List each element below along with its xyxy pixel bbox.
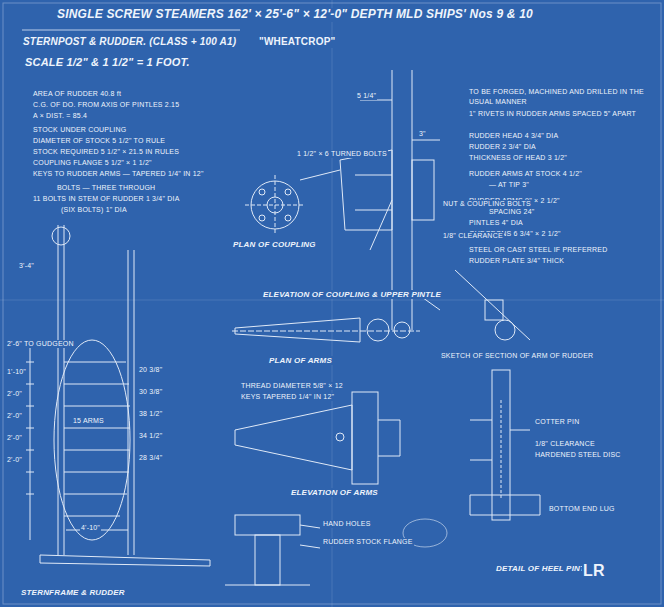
drawing-note: 1" RIVETS IN RUDDER ARMS SPACED 5" APART	[468, 110, 637, 118]
drawing-note: HARDENED STEEL DISC	[534, 451, 622, 459]
drawing-note: 3'-4"	[18, 262, 35, 270]
drawing-note: C.G. OF DO. FROM AXIS OF PINTLES 2.15	[32, 101, 180, 109]
drawing-note: KEYS TO RUDDER ARMS — TAPERED 1/4" IN 12…	[32, 170, 205, 178]
drawing-note: 1/8" CLEARANCE	[442, 232, 504, 240]
drawing-note: BOTTOM END LUG	[548, 505, 616, 513]
drawing-note: 2'-0"	[6, 456, 23, 464]
drawing-note: — AT TIP 3"	[488, 181, 530, 189]
drawing-note: (SIX BOLTS) 1" DIA	[60, 206, 128, 214]
drawing-note: 11 BOLTS IN STEM OF RUDDER 1 3/4" DIA	[32, 195, 181, 203]
drawing-note: 5 1/4"	[356, 92, 377, 100]
drawing-note: PINTLES 4" DIA	[468, 219, 524, 227]
drawing-note: THREAD DIAMETER 5/8" × 12	[240, 382, 344, 390]
drawing-note: 30 3/8"	[138, 388, 163, 396]
drawing-note: 2'-0"	[6, 390, 23, 398]
drawing-note: 2'-0"	[6, 434, 23, 442]
drawing-note: 34 1/2"	[138, 432, 163, 440]
drawing-note: 2'-6" TO GUDGEON	[6, 340, 75, 348]
drawing-note: USUAL MANNER	[468, 98, 528, 106]
view-heading: PLAN OF COUPLING	[232, 240, 317, 249]
drawing-note: 1 1/2" × 6 TURNED BOLTS	[296, 150, 388, 158]
drawing-note: NUT & COUPLING BOLTS	[442, 200, 532, 208]
view-heading: STERNFRAME & RUDDER	[20, 588, 126, 597]
drawing-note: SPACING 24"	[488, 208, 535, 216]
view-heading: ELEVATION OF COUPLING & UPPER PINTLE	[262, 290, 442, 299]
drawing-note: 1'-10"	[6, 368, 27, 376]
drawing-note: SKETCH OF SECTION OF ARM OF RUDDER	[440, 352, 594, 360]
drawing-note: RUDDER HEAD 4 3/4" DIA	[468, 132, 559, 140]
drawing-note: A × DIST. = 85.4	[32, 112, 88, 120]
drawing-note: COUPLING FLANGE 5 1/2" × 1 1/2"	[32, 159, 153, 167]
drawing-note: AREA OF RUDDER 40.8 ft	[32, 90, 122, 98]
view-heading: LR	[582, 562, 606, 580]
drawing-note: RUDDER PLATE 3/4" THICK	[468, 257, 565, 265]
view-heading: PLAN OF ARMS	[268, 356, 333, 365]
drawing-note: RUDDER 2 3/4" DIA	[468, 143, 537, 151]
drawing-note: RUDDER ARMS AT STOCK 4 1/2"	[468, 170, 583, 178]
drawing-note: BOLTS — THREE THROUGH	[56, 184, 156, 192]
drawing-note: DIAMETER OF STOCK 5 1/2" TO RULE	[32, 137, 166, 145]
view-heading: STERNPOST & RUDDER. (CLASS + 100 A1)	[22, 36, 237, 48]
drawing-note: STEEL OR CAST STEEL IF PREFERRED	[468, 246, 608, 254]
drawing-note: 2'-0"	[6, 412, 23, 420]
view-heading: SCALE 1/2" & 1 1/2" = 1 FOOT.	[24, 56, 191, 69]
drawing-note: 20 3/8"	[138, 366, 163, 374]
view-heading: ELEVATION OF ARMS	[290, 488, 379, 497]
drawing-note: 15 ARMS	[72, 417, 105, 425]
drawing-note: COTTER PIN	[534, 418, 580, 426]
drawing-note: 1/8" CLEARANCE	[534, 440, 596, 448]
drawing-title: SINGLE SCREW STEAMERS 162' × 25'-6" × 12…	[56, 8, 534, 22]
drawing-note: 3"	[418, 130, 427, 138]
drawing-note: TO BE FORGED, MACHINED AND DRILLED IN TH…	[468, 88, 645, 96]
drawing-note: STOCK REQUIRED 5 1/2" × 21.5 IN RULES	[32, 148, 180, 156]
view-heading: "WHEATCROP"	[258, 36, 337, 48]
drawing-note: KEYS TAPERED 1/4" IN 12"	[240, 393, 335, 401]
drawing-note: STOCK UNDER COUPLING	[32, 126, 127, 134]
drawing-note: HAND HOLES	[322, 520, 372, 528]
drawing-note: THICKNESS OF HEAD 3 1/2"	[468, 154, 568, 162]
drawing-note: 28 3/4"	[138, 454, 163, 462]
drawing-note: 4'-10"	[80, 524, 101, 532]
drawing-note: 38 1/2"	[138, 410, 163, 418]
drawing-note: RUDDER STOCK FLANGE	[322, 538, 414, 546]
